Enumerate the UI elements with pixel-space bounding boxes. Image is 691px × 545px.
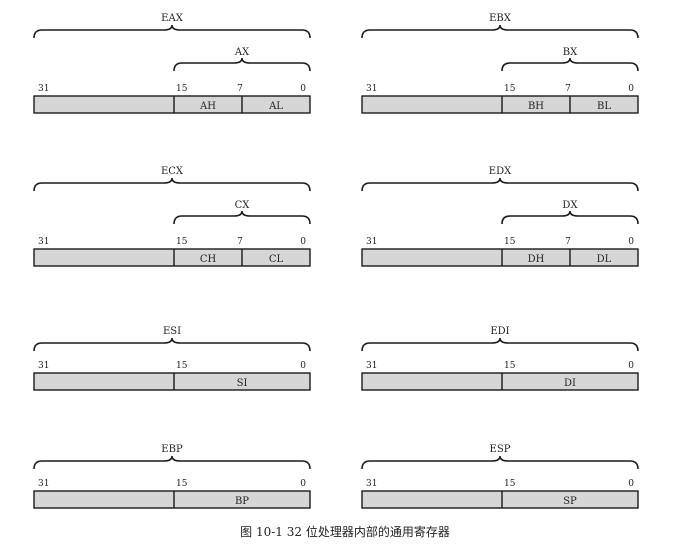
edx-high-byte-cell: DH [528,254,545,265]
ebx-word-name: BX [563,47,578,58]
esi-bit-31-label: 31 [38,361,49,371]
ebp-dword-name: EBP [161,444,183,455]
edx-word-name: DX [562,200,578,211]
ecx-high-byte-cell: CH [200,254,217,265]
edi-register-bar [361,372,639,391]
edi-dword-name: EDI [490,326,509,337]
ecx-bit-15-label: 15 [176,237,188,247]
edx-dword-name: EDX [489,166,512,177]
ebx-word-brace [501,57,639,72]
esp-register-bar [361,490,639,509]
ebx-dword-brace [361,24,639,39]
esi-dword-name: ESI [163,326,181,337]
esp-bit-0-label: 0 [628,479,634,489]
ecx-dword-name: ECX [161,166,184,177]
ecx-bit-31-label: 31 [38,237,49,247]
ecx-low-byte-cell: CL [269,254,284,265]
eax-dword-brace [33,24,311,39]
ebx-bit-7-label: 7 [565,84,571,94]
eax-dword-name: EAX [161,13,184,24]
ebp-register-bar [33,490,311,509]
edx-bit-7-label: 7 [565,237,571,247]
esp-bit-31-label: 31 [366,479,377,489]
esi-dword-brace [33,337,311,352]
eax-bit-0-label: 0 [300,84,306,94]
ecx-bit-0-label: 0 [300,237,306,247]
edi-bit-0-label: 0 [628,361,634,371]
ecx-register-bar [33,248,311,267]
ebx-bit-31-label: 31 [366,84,377,94]
eax-low-byte-cell: AL [268,101,283,112]
eax-bit-15-label: 15 [176,84,188,94]
esp-dword-name: ESP [490,444,511,455]
ebp-bit-31-label: 31 [38,479,49,489]
ebx-register-bar [361,95,639,114]
ebx-bit-15-label: 15 [504,84,516,94]
esp-low-word-cell: SP [563,496,577,507]
edi-bit-15-label: 15 [504,361,516,371]
eax-word-brace [173,57,311,72]
ebx-dword-name: EBX [489,13,512,24]
esp-dword-brace [361,455,639,470]
ebx-low-byte-cell: BL [597,101,611,112]
edi-bit-31-label: 31 [366,361,377,371]
edi-dword-brace [361,337,639,352]
esi-register-bar [33,372,311,391]
edx-register-bar [361,248,639,267]
eax-high-byte-cell: AH [199,101,216,112]
edx-bit-31-label: 31 [366,237,377,247]
edi-low-word-cell: DI [564,378,576,389]
eax-word-name: AX [234,47,250,58]
eax-bit-7-label: 7 [237,84,243,94]
edx-bit-15-label: 15 [504,237,516,247]
esi-bit-15-label: 15 [176,361,188,371]
eax-register-bar [33,95,311,114]
esp-bit-15-label: 15 [504,479,516,489]
ecx-dword-brace [33,177,311,192]
eax-bit-31-label: 31 [38,84,49,94]
ecx-bit-7-label: 7 [237,237,243,247]
figure-caption: 图 10-1 32 位处理器内部的通用寄存器 [240,524,450,539]
esi-low-word-cell: SI [237,378,248,389]
ebp-dword-brace [33,455,311,470]
edx-word-brace [501,210,639,225]
edx-low-byte-cell: DL [597,254,612,265]
ebx-high-byte-cell: BH [528,101,544,112]
ecx-word-name: CX [235,200,251,211]
esi-bit-0-label: 0 [300,361,306,371]
edx-bit-0-label: 0 [628,237,634,247]
ebx-bit-0-label: 0 [628,84,634,94]
ecx-word-brace [173,210,311,225]
edx-dword-brace [361,177,639,192]
ebp-bit-15-label: 15 [176,479,188,489]
ebp-low-word-cell: BP [235,496,249,507]
ebp-bit-0-label: 0 [300,479,306,489]
